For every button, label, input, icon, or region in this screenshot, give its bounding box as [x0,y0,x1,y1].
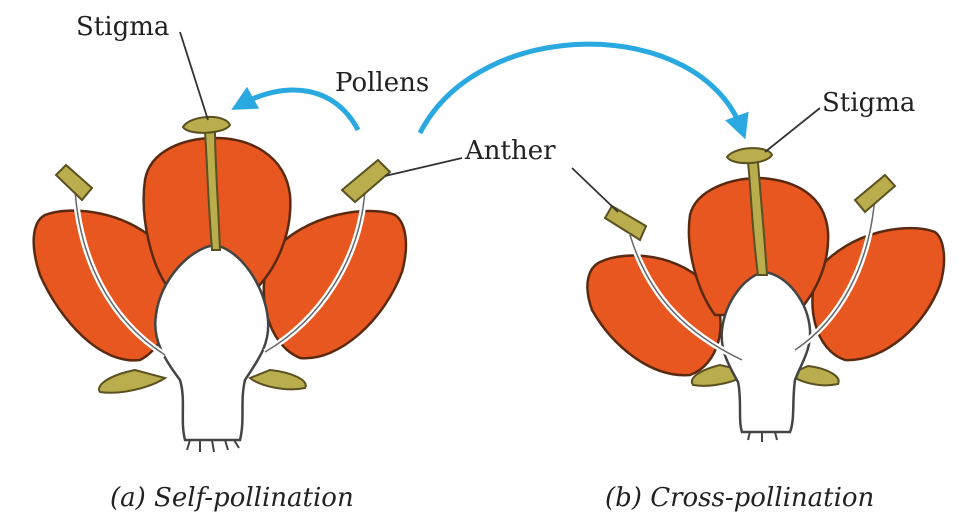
pollens-label: Pollens [335,70,429,96]
cross-pollination-flower [587,148,944,442]
leader-anther-to-left [385,158,462,176]
ovary-body [155,245,268,440]
stigma-label-left: Stigma [76,14,169,40]
caption-self-pollination: (a) Self-pollination [110,485,354,511]
anther-label: Anther [465,138,556,164]
petal-right-b [812,228,944,360]
leader-anther-to-right [572,168,618,212]
cross-pollination-arrow [420,44,742,133]
anther-left-b-shape [605,206,646,240]
stigma-left-shape [183,117,230,133]
leader-stigma-right [765,108,820,152]
sepal-right [250,370,306,389]
stigma-label-right: Stigma [822,90,915,116]
sepal-left [99,370,165,393]
leader-stigma-left [180,32,208,120]
stigma-right-shape [727,148,772,163]
self-pollination-flower [34,117,406,452]
caption-cross-pollination: (b) Cross-pollination [605,485,874,511]
